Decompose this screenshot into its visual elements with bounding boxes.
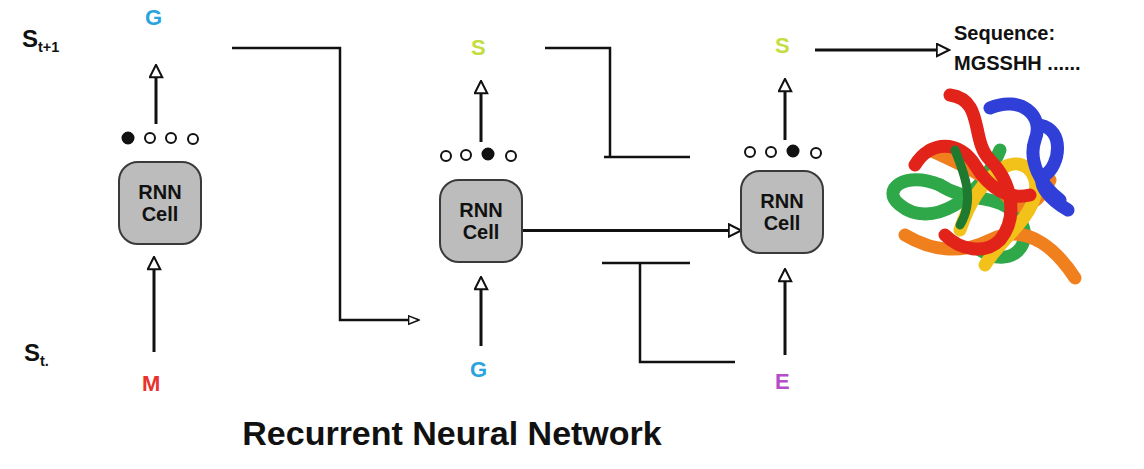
state-symbol: St. [24,340,49,370]
amino-acid-letter: G [470,358,487,382]
protein-illustration [893,95,1075,278]
rnn-cell: RNN Cell [118,161,202,245]
amino-acid-letter: S [775,34,790,58]
amino-acid-letter: S [471,36,486,60]
state-dots [123,133,822,162]
hidden-state-arrow [523,229,740,232]
cell-label: RNN Cell [447,199,515,243]
rnn-cell: RNN Cell [439,179,523,263]
feedback-wires [232,48,735,362]
sequence-text: Sequence: [954,22,1055,44]
sequence-text: MGSSHH ...... [954,52,1081,74]
cell-label: RNN Cell [748,190,816,234]
io-arrows [154,50,948,355]
cell-label: RNN Cell [126,181,194,225]
caption: Recurrent Neural Network [242,414,661,453]
amino-acid-letter: M [142,372,160,396]
state-symbol: St+1 [22,26,59,56]
amino-acid-letter: G [145,6,162,30]
rnn-cell: RNN Cell [740,170,824,254]
amino-acid-letter: E [775,370,790,394]
